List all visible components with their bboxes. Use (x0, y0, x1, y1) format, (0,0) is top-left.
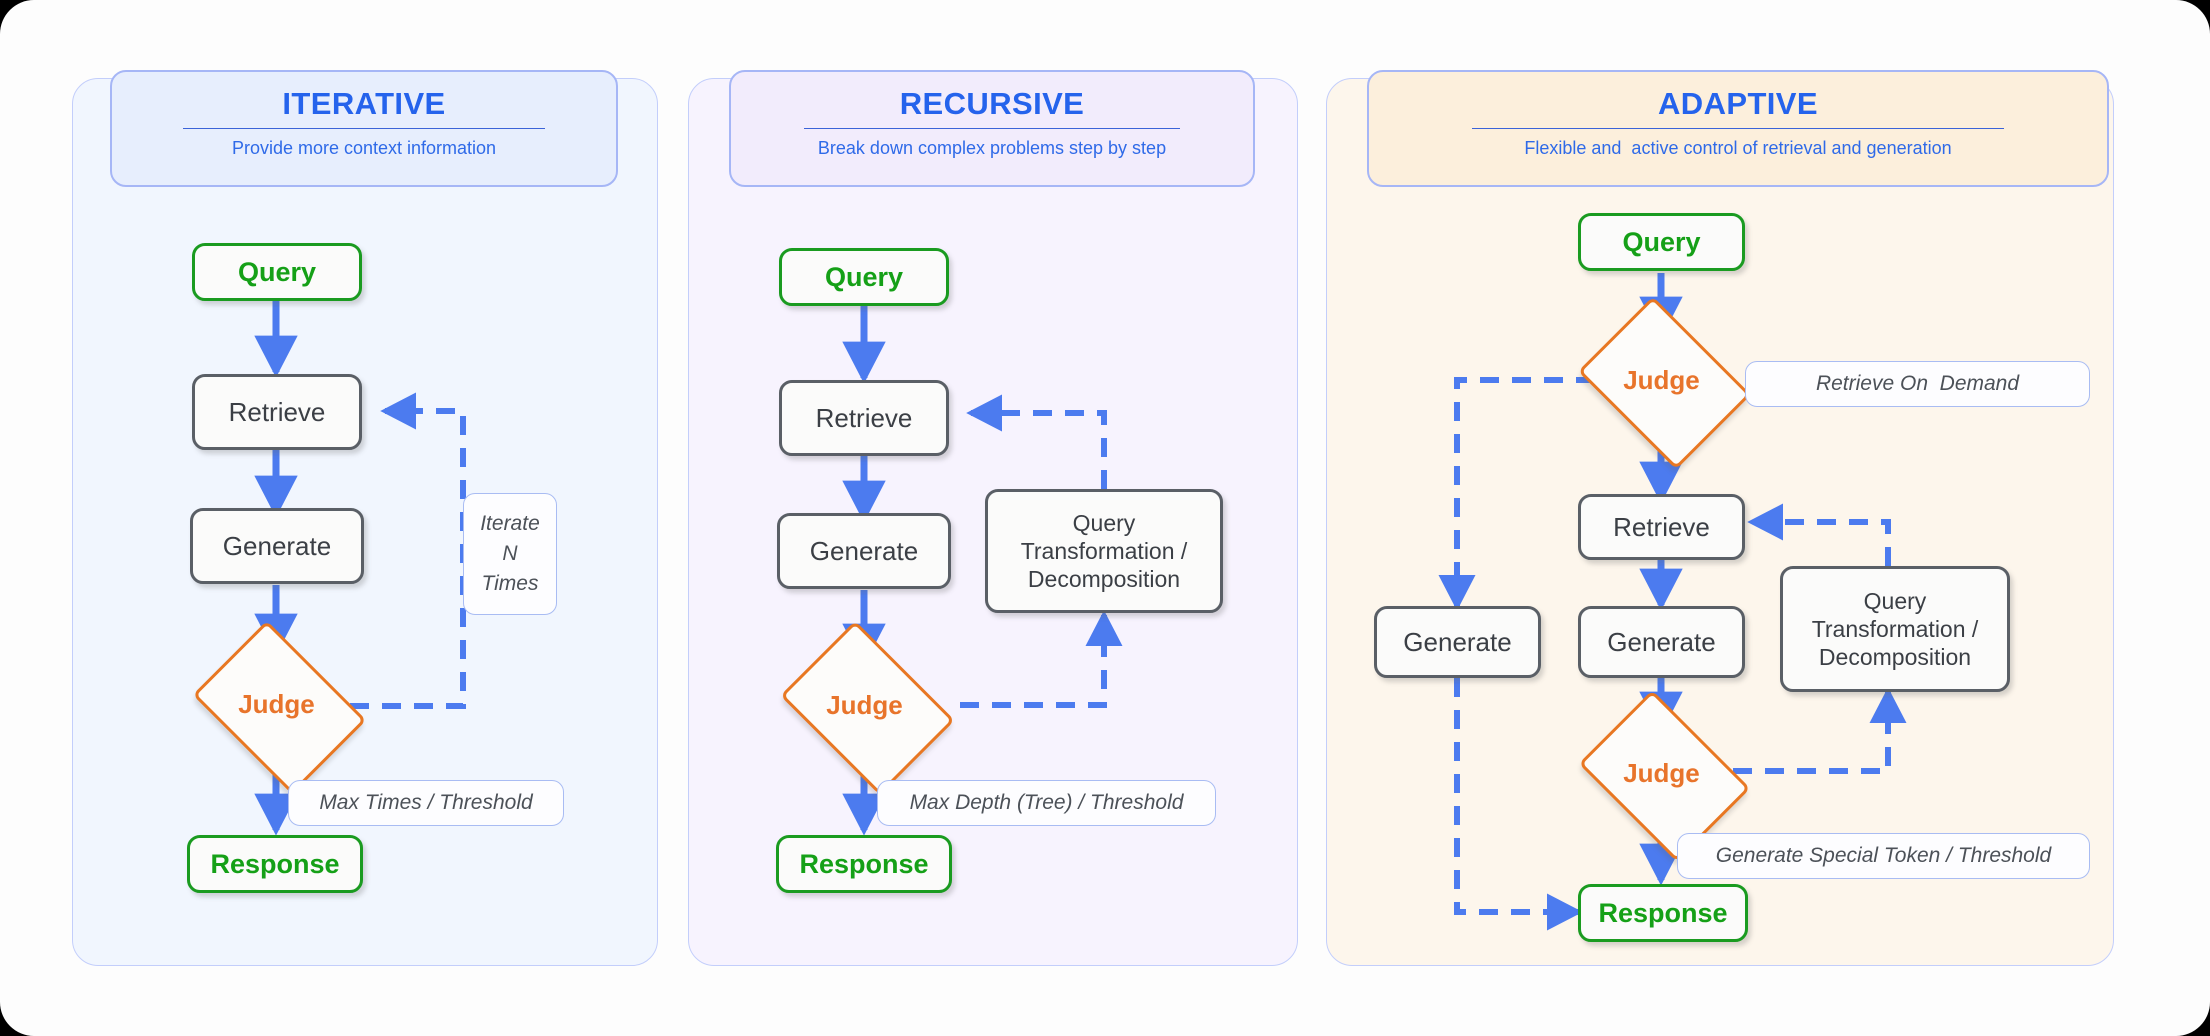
transform-line-3: Decomposition (1027, 566, 1181, 592)
label-adaptive-exit: Generate Special Token / Threshold (1677, 833, 2090, 879)
node-iterative-query[interactable]: Query (192, 243, 362, 301)
header-divider-recursive (804, 128, 1180, 129)
header-subtitle-recursive: Break down complex problems step by step (817, 138, 1167, 158)
node-adaptive-generate-side[interactable]: Generate (1374, 606, 1541, 678)
node-adaptive-retrieve[interactable]: Retrieve (1578, 494, 1745, 560)
header-title-recursive: RECURSIVE (899, 86, 1085, 121)
node-adaptive-judge-bottom[interactable]: Judge (1578, 690, 1751, 862)
node-adaptive-response[interactable]: Response (1578, 884, 1748, 942)
node-iterative-judge-label: Judge (238, 689, 315, 719)
header-card-recursive: RECURSIVE Break down complex problems st… (729, 70, 1255, 187)
node-recursive-retrieve[interactable]: Retrieve (779, 380, 949, 456)
header-card-iterative: ITERATIVE Provide more context informati… (110, 70, 618, 187)
panel-iterative (72, 78, 658, 966)
transform-line-1: Query (1863, 588, 1927, 614)
label-adaptive-on-demand: Retrieve On Demand (1745, 361, 2090, 407)
node-recursive-query[interactable]: Query (779, 248, 949, 306)
node-adaptive-query[interactable]: Query (1578, 213, 1745, 271)
transform-line-2: Transformation / (1811, 616, 1979, 642)
label-iterative-loop-l3: Times (481, 572, 539, 595)
node-recursive-query-transformation[interactable]: Query Transformation / Decomposition (985, 489, 1223, 613)
transform-line-2: Transformation / (1020, 538, 1188, 564)
header-divider-adaptive (1472, 128, 2004, 129)
node-recursive-judge[interactable]: Judge (780, 620, 955, 796)
node-adaptive-judge-bottom-label: Judge (1623, 757, 1700, 788)
transform-line-1: Query (1072, 510, 1136, 536)
node-iterative-response[interactable]: Response (187, 835, 363, 893)
header-subtitle-iterative: Provide more context information (231, 138, 497, 158)
node-adaptive-generate-main[interactable]: Generate (1578, 606, 1745, 678)
node-recursive-generate[interactable]: Generate (777, 513, 951, 589)
header-title-iterative: ITERATIVE (282, 86, 446, 121)
node-adaptive-judge-top[interactable]: Judge (1577, 296, 1752, 470)
header-title-adaptive: ADAPTIVE (1658, 86, 1818, 121)
node-adaptive-query-transformation[interactable]: Query Transformation / Decomposition (1780, 566, 2010, 692)
label-recursive-exit: Max Depth (Tree) / Threshold (877, 780, 1216, 826)
label-iterative-loop-l1: Iterate (480, 512, 540, 535)
label-iterative-exit: Max Times / Threshold (288, 780, 564, 826)
node-iterative-judge[interactable]: Judge (192, 620, 367, 795)
node-recursive-judge-label: Judge (826, 689, 903, 720)
transform-line-3: Decomposition (1818, 644, 1972, 670)
header-subtitle-adaptive: Flexible and active control of retrieval… (1524, 138, 1952, 158)
label-iterative-loop-l2: N (502, 542, 518, 565)
header-divider-iterative (182, 128, 546, 129)
node-adaptive-judge-top-label: Judge (1623, 364, 1700, 395)
header-card-adaptive: ADAPTIVE Flexible and active control of … (1367, 70, 2109, 187)
label-iterative-loop: Iterate N Times (463, 493, 557, 615)
node-iterative-retrieve[interactable]: Retrieve (192, 374, 362, 450)
node-recursive-response[interactable]: Response (776, 835, 952, 893)
node-iterative-generate[interactable]: Generate (190, 508, 364, 584)
